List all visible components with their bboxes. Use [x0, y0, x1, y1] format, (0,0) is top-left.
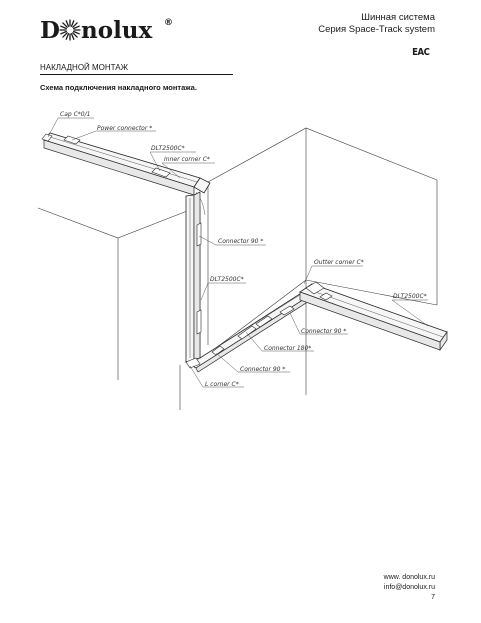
sun-icon [59, 19, 81, 41]
bottom-connector-part-c [255, 315, 273, 328]
label-inner-corner: Inner corner C* [164, 156, 210, 163]
track-top [41, 132, 201, 196]
donolux-logo: D nolux ® [40, 17, 173, 44]
bottom-connector-part-a [211, 345, 225, 356]
section-title: НАКЛАДНОЙ МОНТАЖ [40, 63, 129, 72]
system-title-en: Серия Space-Track system [318, 24, 435, 35]
track-connector-part [151, 167, 171, 178]
footer-contacts: www. donolux.ru info@donolux.ru [384, 573, 435, 592]
label-outter-corner: Outter corner C* [314, 259, 364, 266]
track-bottom [185, 289, 307, 373]
system-title-ru: Шинная система [361, 12, 435, 23]
track-vertical [185, 191, 202, 363]
label-connector-90-b: Connector 90 * [301, 328, 346, 335]
footer-website[interactable]: www. donolux.ru [383, 574, 435, 581]
footer-email[interactable]: info@donolux.ru [383, 583, 435, 591]
label-track-vertical: DLT2500C* [210, 276, 244, 283]
label-track-right: DLT2500C* [393, 293, 427, 300]
section-divider [40, 74, 233, 75]
label-connector-180: Connector 180* [264, 345, 311, 352]
cap-part [41, 133, 53, 142]
page-number: 7 [431, 594, 435, 601]
label-cap: Cap C*0/1 [60, 111, 90, 118]
header-series: Шинная система Серия Space-Track system [318, 12, 435, 36]
right-connector-part-b [279, 305, 295, 316]
track-right [279, 281, 448, 352]
vertical-connector-part-b [196, 309, 202, 335]
label-connector-90-c: Connector 90 * [240, 366, 285, 373]
label-power-connector: Power connector * [97, 125, 152, 132]
label-track-top: DLT2500C* [151, 145, 185, 152]
outer-corner-part [305, 281, 325, 295]
vertical-connector-part-a [196, 222, 202, 247]
bottom-connector-part-b [237, 325, 257, 340]
logo-word: nolux [81, 17, 153, 44]
registered-mark: ® [164, 18, 173, 28]
l-corner-part [185, 357, 201, 369]
room-walls [37, 127, 438, 410]
label-connector-90-a: Connector 90 * [218, 238, 263, 245]
leader-lines [47, 117, 429, 388]
scheme-title: Схема подключения накладного монтажа. [40, 83, 197, 92]
label-l-corner: L corner C* [205, 381, 239, 388]
right-connector-part-a [319, 292, 333, 301]
eac-mark: EAC [411, 47, 430, 58]
logo-letter-d: D [40, 17, 60, 44]
